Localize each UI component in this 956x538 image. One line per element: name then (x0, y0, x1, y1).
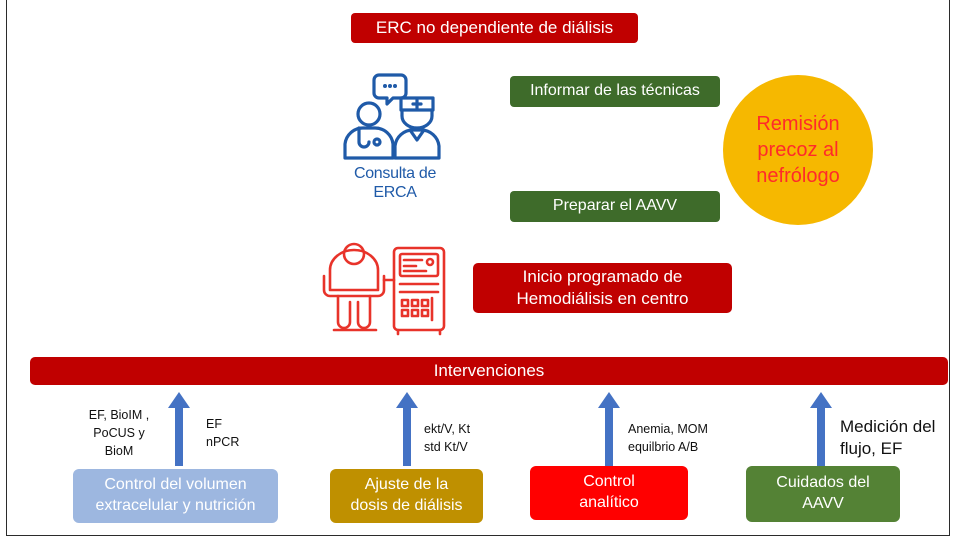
cuidados-aavv-box: Cuidados del AAVV (746, 466, 900, 522)
col2-right-label: ekt/V, Kt std Kt/V (424, 422, 471, 455)
preparar-label: Preparar el AAVV (552, 197, 678, 215)
col2-box-line1: Ajuste de la (364, 476, 449, 494)
col3-box-line1: Control (583, 473, 635, 491)
top-banner: ERC no dependiente de diálisis (351, 13, 638, 43)
hemodialysis-machine-icon (322, 242, 446, 336)
consulta-line2: ERCA (373, 184, 417, 202)
col1-box-line2: extracelular y nutrición (95, 497, 256, 514)
preparar-box: Preparar el AAVV (510, 191, 720, 222)
col1-right-label: EF nPCR (206, 417, 240, 450)
col3-right-label: Anemia, MOM equilbrio A/B (628, 422, 708, 455)
arrow-up-icon (598, 392, 620, 466)
consulta-label: Consulta de ERCA (330, 164, 460, 202)
arrow-up-icon (168, 392, 190, 466)
consulta-line1: Consulta de (353, 165, 437, 182)
arrow-up-icon (396, 392, 418, 466)
remision-line3: nefrólogo (756, 165, 840, 187)
intervenciones-label: Intervenciones (433, 360, 545, 380)
remision-circle: Remisión precoz al nefrólogo (723, 75, 873, 225)
remision-line1: Remisión (756, 113, 840, 135)
ajuste-dosis-box: Ajuste de la dosis de diálisis (330, 469, 483, 523)
col3-box-line2: analítico (579, 494, 639, 511)
col4-box-line1: Cuidados del (776, 474, 870, 492)
top-banner-label: ERC no dependiente de diálisis (375, 17, 614, 37)
inicio-line2: Hemodiálisis en centro (516, 289, 689, 308)
intervenciones-bar: Intervenciones (30, 357, 948, 385)
col4-box-line2: AAVV (802, 495, 844, 512)
col1-left-label: EF, BioIM , PoCUS y BioM (88, 408, 150, 459)
inicio-line1: Inicio programado de (522, 266, 683, 286)
control-analitico-box: Control analítico (530, 466, 688, 520)
remision-line2: precoz al (757, 139, 839, 161)
diagram-frame (6, 0, 950, 536)
informar-label: Informar de las técnicas (530, 82, 700, 100)
informar-box: Informar de las técnicas (510, 76, 720, 107)
control-volumen-box: Control del volumen extracelular y nutri… (73, 469, 278, 523)
inicio-box: Inicio programado de Hemodiálisis en cen… (473, 263, 732, 313)
arrow-up-icon (810, 392, 832, 466)
col4-right-label: Medición del flujo, EF (840, 417, 936, 459)
col2-box-line2: dosis de diálisis (350, 497, 463, 514)
col1-box-line1: Control del volumen (104, 476, 247, 494)
doctor-nurse-icon (343, 73, 441, 160)
